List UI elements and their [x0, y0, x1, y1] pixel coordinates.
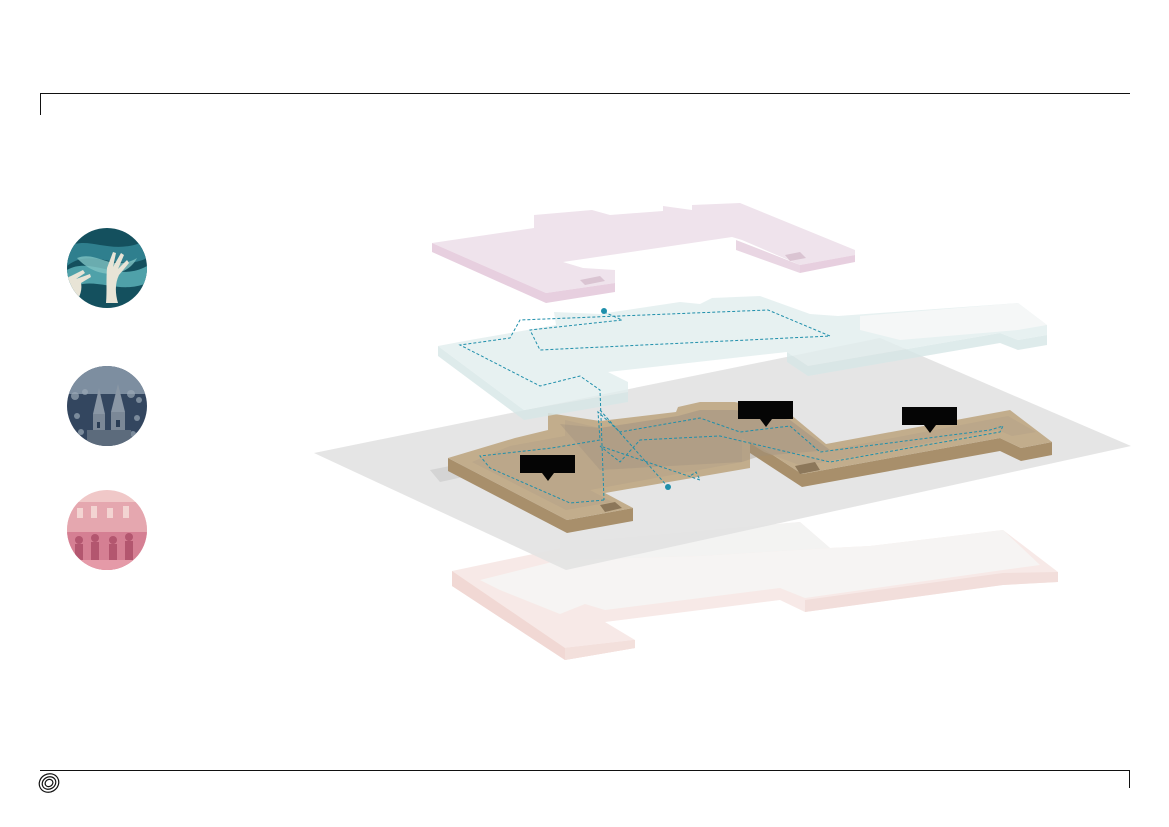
spiral-logo-icon [38, 773, 60, 793]
level-top [432, 203, 855, 303]
crowd-scene-icon [67, 490, 147, 570]
route-upper [458, 309, 831, 501]
hands-icon [67, 228, 147, 308]
route-start-marker [601, 308, 607, 314]
bottom-rule [40, 770, 1130, 771]
thumbnail-hands [67, 228, 147, 308]
level-second [438, 296, 1047, 420]
route-lower [479, 410, 1004, 504]
top-rule-tick [40, 93, 41, 115]
thumbnail-towers [67, 366, 147, 446]
route-diagonal [599, 409, 669, 488]
thumbnail-crowd [67, 490, 147, 570]
callout-b [738, 401, 793, 427]
bottom-rule-tick [1129, 770, 1130, 788]
top-rule [40, 93, 1130, 94]
callout-a [520, 455, 575, 481]
callout-c [902, 407, 957, 433]
route-paths [458, 309, 1004, 504]
church-towers-icon [67, 366, 147, 446]
route-end-marker [665, 484, 671, 490]
